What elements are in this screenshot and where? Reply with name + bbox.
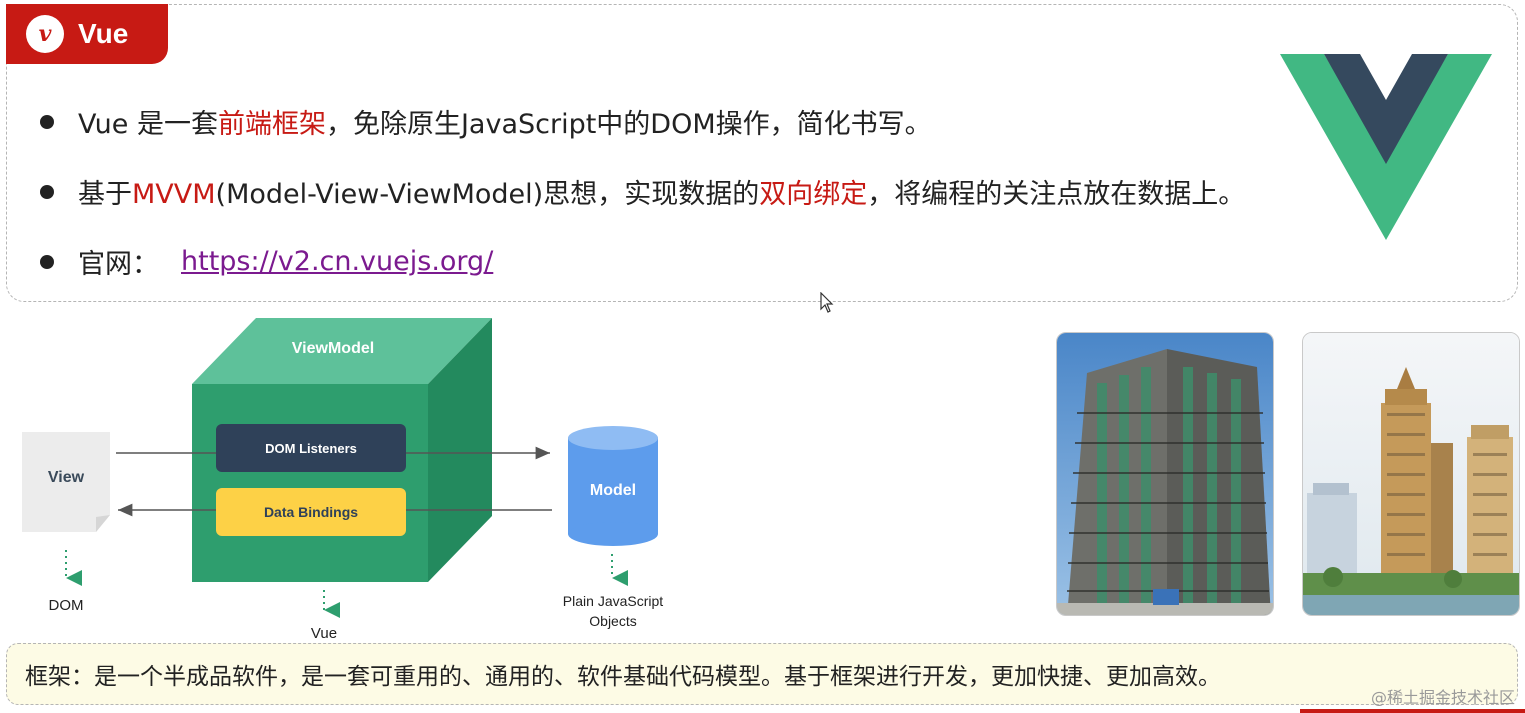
bullet-mvvm: 基于MVVM(Model-View-ViewModel)思想，实现数据的双向绑定… bbox=[40, 172, 1245, 211]
plain-js-label-line1: Plain JavaScript bbox=[563, 593, 663, 609]
mouse-cursor-icon bbox=[820, 292, 834, 313]
bullet-dot-icon bbox=[40, 184, 54, 199]
bullet-frontend-framework: Vue 是一套前端框架，免除原生JavaScript中的DOM操作，简化书写。 bbox=[40, 102, 932, 141]
finished-building-illustration bbox=[1303, 333, 1519, 615]
website-link[interactable]: https://v2.cn.vuejs.org/ bbox=[181, 246, 494, 277]
dom-label: DOM bbox=[49, 597, 84, 614]
finished-building-photo bbox=[1302, 332, 1520, 616]
bullet-text: 基于MVVM(Model-View-ViewModel)思想，实现数据的双向绑定… bbox=[78, 172, 1245, 211]
bullet-text-highlight: 前端框架 bbox=[217, 109, 326, 140]
bullet-text-part: ，将编程的关注点放在数据上。 bbox=[867, 179, 1246, 210]
watermark: @稀土掘金技术社区 bbox=[1370, 688, 1515, 707]
dom-listeners-label: DOM Listeners bbox=[265, 441, 357, 456]
info-box bbox=[6, 4, 1518, 302]
model-label: Model bbox=[590, 482, 636, 499]
bullet-text-highlight: MVVM bbox=[132, 179, 216, 210]
bottom-accent-strip bbox=[1300, 709, 1525, 713]
header-tab: v Vue bbox=[6, 4, 168, 64]
bullet-dot-icon bbox=[40, 254, 54, 269]
header-title: Vue bbox=[78, 18, 129, 49]
view-page-icon bbox=[22, 432, 110, 532]
model-cylinder-icon bbox=[568, 426, 658, 546]
bullet-text-part: Vue 是一套 bbox=[78, 109, 218, 140]
bullet-text: Vue 是一套前端框架，免除原生JavaScript中的DOM操作，简化书写。 bbox=[78, 102, 932, 141]
viewmodel-cube bbox=[192, 318, 492, 582]
construction-building-photo bbox=[1056, 332, 1274, 616]
bullet-text-part: ，免除原生JavaScript中的DOM操作，简化书写。 bbox=[325, 109, 932, 140]
viewmodel-label: ViewModel bbox=[292, 340, 374, 357]
bullet-text-part: 基于 bbox=[78, 179, 132, 210]
website-label: 官网： bbox=[78, 249, 159, 280]
bullet-website: 官网： https://v2.cn.vuejs.org/ bbox=[40, 242, 493, 281]
bullet-dot-icon bbox=[40, 114, 54, 129]
vue-badge-icon: v bbox=[26, 15, 64, 53]
note-text: 框架：是一个半成品软件，是一套可重用的、通用的、软件基础代码模型。基于框架进行开… bbox=[25, 664, 1221, 690]
vue-logo-icon bbox=[1280, 54, 1492, 240]
bullet-text-highlight: 双向绑定 bbox=[759, 179, 868, 210]
framework-definition-note: 框架：是一个半成品软件，是一套可重用的、通用的、软件基础代码模型。基于框架进行开… bbox=[6, 643, 1518, 705]
bullet-text-part: (Model-View-ViewModel)思想，实现数据的 bbox=[215, 179, 760, 210]
mvvm-diagram: View DOM ViewModel DOM Listeners Data Bi… bbox=[22, 318, 663, 642]
data-bindings-label: Data Bindings bbox=[264, 504, 358, 520]
vue-label: Vue bbox=[311, 625, 337, 642]
plain-js-label-line2: Objects bbox=[589, 613, 636, 629]
data-bindings-box bbox=[216, 488, 406, 536]
dom-listeners-box bbox=[216, 424, 406, 472]
view-label: View bbox=[48, 469, 85, 486]
construction-building-illustration bbox=[1057, 333, 1273, 615]
